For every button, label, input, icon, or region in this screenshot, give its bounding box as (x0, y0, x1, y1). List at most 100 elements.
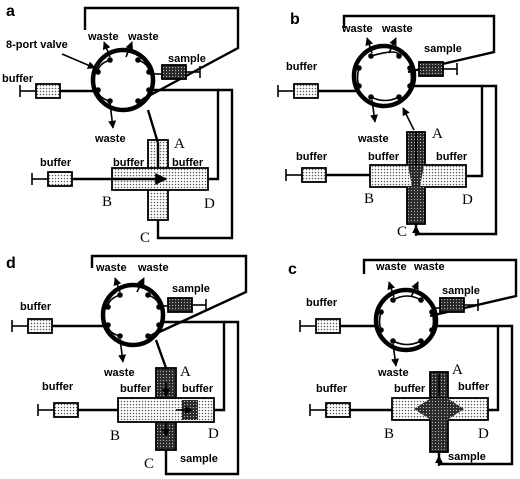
sample-label: sample (442, 285, 480, 297)
panel-letter: b (290, 11, 300, 28)
waste-label-1: waste (87, 31, 119, 43)
panel-c: c waste waste sample buffer (288, 258, 518, 466)
waste-arrow-3 (118, 338, 127, 363)
sample-syringe (433, 297, 479, 313)
cross-chip (117, 367, 215, 451)
port-B: B (102, 194, 112, 210)
valve (100, 282, 166, 348)
sample-tail-label: sample (180, 453, 218, 465)
cross-chip (111, 139, 209, 221)
port-A: A (452, 362, 463, 378)
port-D: D (478, 426, 489, 442)
sample-label: sample (172, 283, 210, 295)
port-B: B (110, 428, 120, 444)
buffer-syringe-label: buffer (286, 61, 318, 73)
waste-label-1: waste (341, 23, 373, 35)
bottom-return (156, 88, 234, 240)
top-loop (342, 14, 496, 74)
waste-label-2: waste (137, 262, 169, 274)
sample-line-to-A (154, 339, 168, 369)
port-D: D (208, 426, 219, 442)
port-C: C (144, 456, 154, 472)
buffer-syringe-label: buffer (2, 73, 34, 85)
port-B: B (364, 191, 374, 207)
top-loop (362, 258, 518, 318)
waste-label-2: waste (381, 23, 413, 35)
right-return (160, 320, 226, 412)
waste-label-1: waste (95, 262, 127, 274)
right-return (434, 324, 500, 412)
waste-label-3: waste (94, 133, 126, 145)
port-A: A (174, 136, 185, 152)
waste-arrow-3 (370, 99, 378, 123)
buffer-left-label: buffer (113, 157, 145, 169)
waste-arrow-2 (388, 37, 397, 54)
sample-syringe (150, 64, 201, 80)
port-C: C (140, 230, 150, 246)
sample-line-to-A (146, 109, 160, 144)
buffer-syringe-upper (11, 318, 105, 334)
buffer-syringe-upper (299, 318, 378, 334)
buffer-right-label: buffer (172, 157, 204, 169)
waste-label-2: waste (413, 261, 445, 273)
cross-chip (369, 131, 467, 225)
sample-syringe (411, 61, 458, 77)
waste-label-3: waste (357, 133, 389, 145)
panel-letter: a (6, 3, 15, 20)
buffer-right-label: buffer (436, 151, 468, 163)
port-A: A (432, 126, 443, 142)
waste-arrow-1 (102, 41, 111, 58)
buffer-syringe-upper (19, 83, 95, 99)
top-loop (83, 6, 240, 101)
bottom-return (164, 320, 240, 476)
top-loop (90, 254, 248, 336)
sample-label: sample (168, 53, 206, 65)
port-D: D (462, 192, 473, 208)
waste-arrow-2 (136, 277, 145, 293)
valve-label: 8-port valve (6, 39, 68, 51)
waste-arrow-2 (410, 281, 419, 298)
bottom-return (437, 324, 514, 466)
waste-arrow-3 (108, 102, 117, 129)
buffer-lower-label: buffer (316, 383, 348, 395)
buffer-lower-label: buffer (42, 381, 74, 393)
buffer-left-label: buffer (120, 383, 152, 395)
waste-arrow-1 (365, 37, 374, 54)
waste-arrow-1 (387, 281, 396, 298)
valve-pointer (61, 53, 96, 69)
buffer-syringe-lower (31, 171, 112, 187)
buffer-syringe-label: buffer (20, 301, 52, 313)
buffer-syringe-upper (277, 83, 356, 99)
cross-chip (391, 371, 489, 453)
panel-b: b waste waste sample buffer (277, 11, 498, 240)
buffer-syringe-label: buffer (306, 297, 338, 309)
waste-arrow-2 (125, 41, 134, 58)
waste-arrow-1 (113, 277, 122, 293)
valve (351, 43, 417, 109)
port-A: A (180, 364, 191, 380)
port-C: C (397, 224, 407, 240)
sample-label: sample (424, 43, 462, 55)
panel-letter: d (6, 255, 16, 272)
buffer-syringe-lower (37, 402, 118, 418)
buffer-syringe-lower (285, 167, 370, 183)
buffer-lower-label: buffer (296, 151, 328, 163)
up-arrow-to-valve (402, 107, 415, 131)
right-return (412, 84, 484, 178)
waste-label-3: waste (103, 367, 135, 379)
valve (373, 287, 439, 353)
panel-letter: c (288, 261, 297, 278)
waste-label-1: waste (375, 261, 407, 273)
waste-label-3: waste (377, 367, 409, 379)
port-D: D (204, 196, 215, 212)
buffer-left-label: buffer (368, 151, 400, 163)
panel-d: d waste waste sample buffer (6, 254, 248, 476)
sample-syringe (160, 297, 207, 313)
port-B: B (384, 426, 394, 442)
buffer-right-label: buffer (182, 383, 214, 395)
buffer-right-label: buffer (458, 381, 490, 393)
sample-tail-label: sample (448, 451, 486, 463)
panel-a: a waste waste 8-port valve sample (2, 3, 240, 246)
